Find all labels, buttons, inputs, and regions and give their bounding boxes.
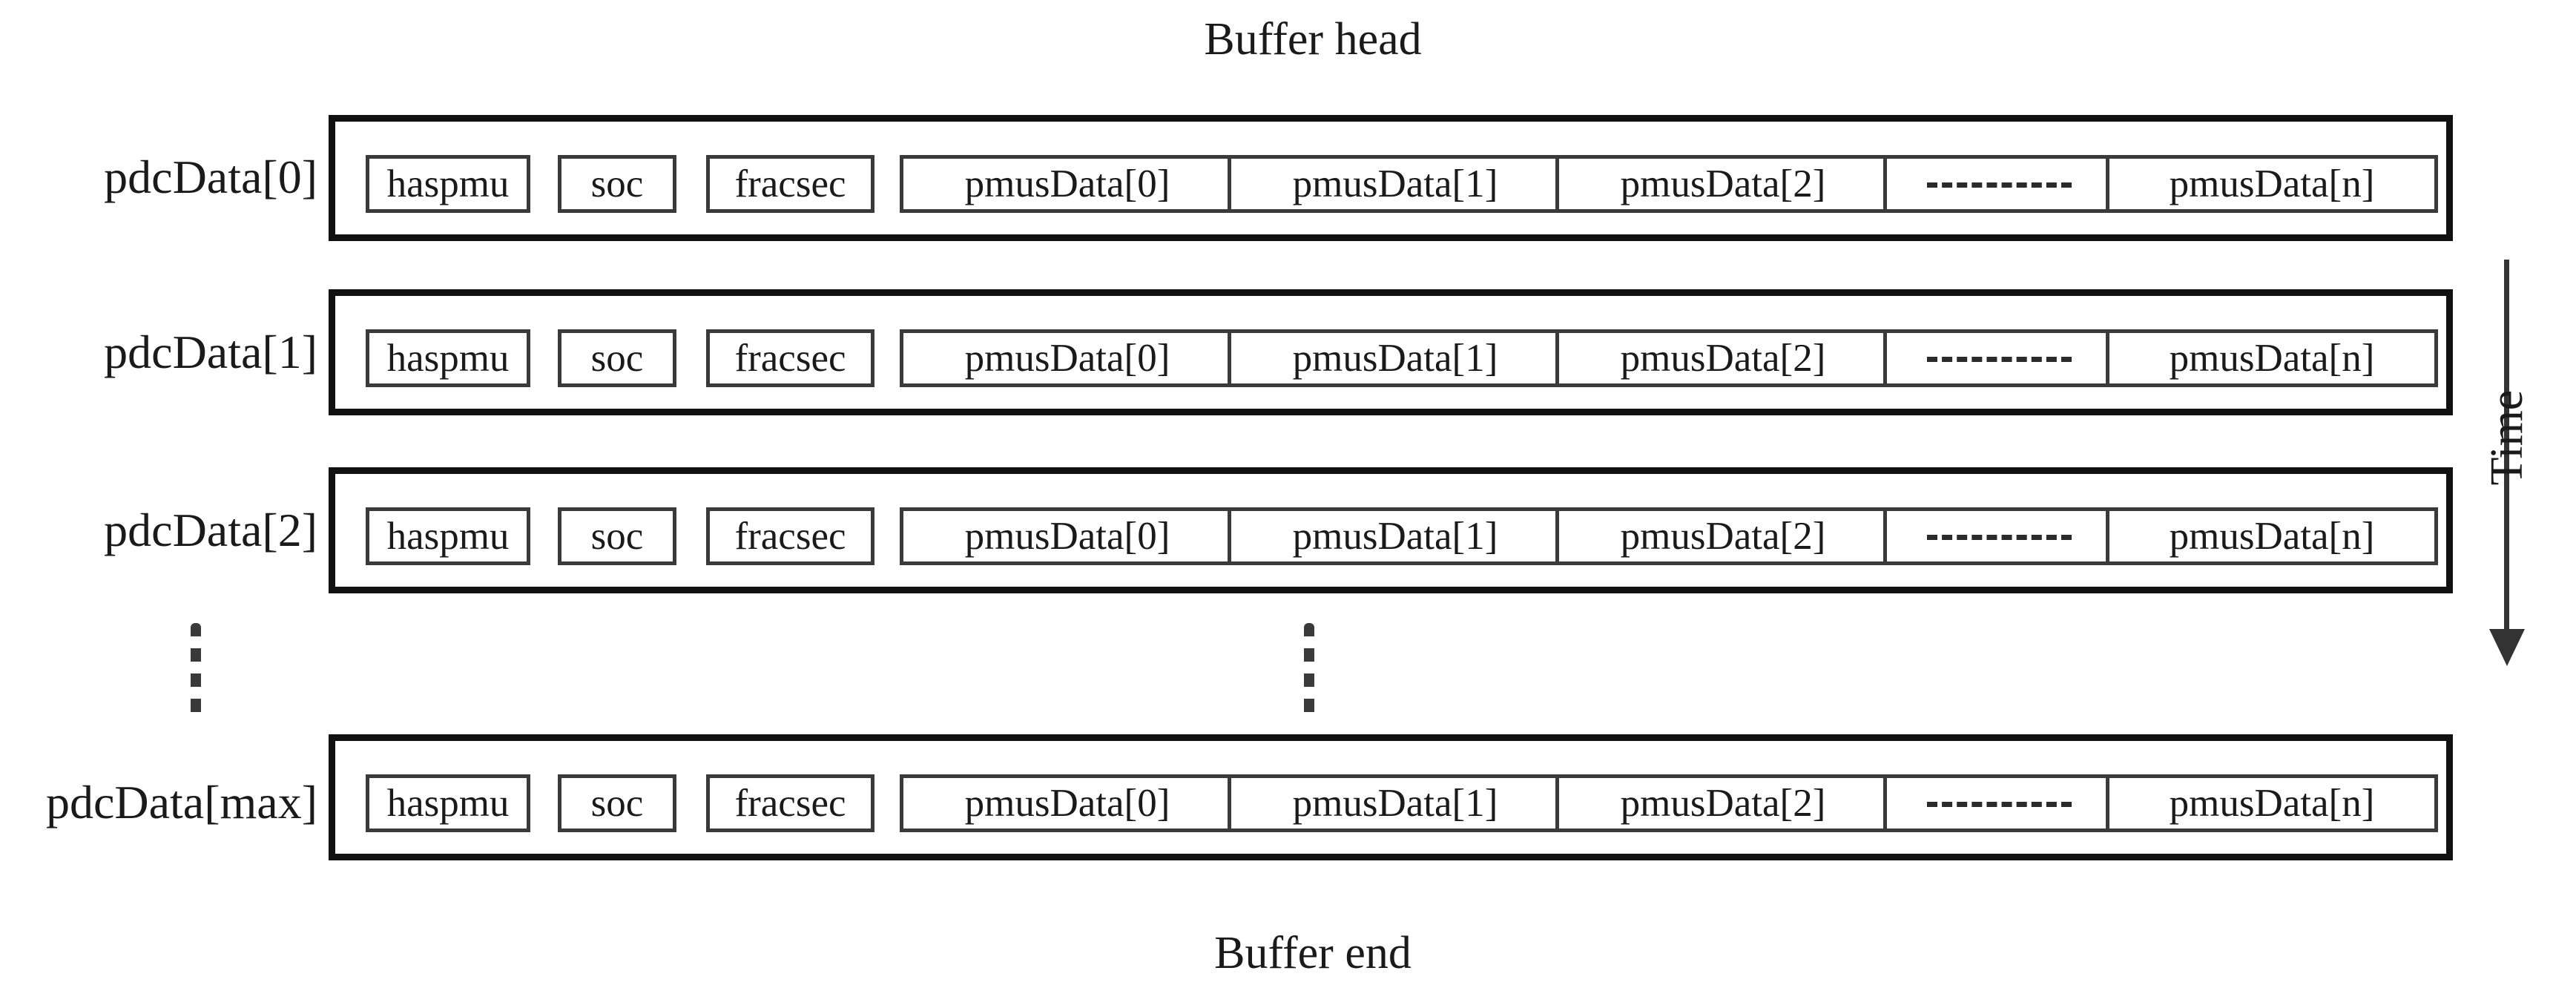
pmus-divider bbox=[1228, 778, 1231, 828]
pmus-cell-0: pmusData[0] bbox=[964, 336, 1170, 380]
field-fracsec: fracsec bbox=[706, 329, 874, 387]
pmus-ellipsis-dashes bbox=[1927, 802, 2072, 812]
pmus-ellipsis-dashes bbox=[1927, 535, 2072, 545]
pmus-divider bbox=[2106, 159, 2109, 209]
pmus-cell-2: pmusData[2] bbox=[1620, 781, 1826, 825]
pmus-cell-2: pmusData[2] bbox=[1620, 514, 1826, 558]
pmus-cell-1: pmusData[1] bbox=[1292, 781, 1498, 825]
pmus-divider bbox=[1228, 511, 1231, 561]
pmus-divider bbox=[1883, 333, 1887, 383]
field-haspmu: haspmu bbox=[366, 155, 530, 213]
pmus-cell-0: pmusData[0] bbox=[964, 514, 1170, 558]
pmus-divider bbox=[2106, 778, 2109, 828]
field-soc: soc bbox=[558, 507, 676, 565]
field-fracsec: fracsec bbox=[706, 774, 874, 832]
field-haspmu: haspmu bbox=[366, 774, 530, 832]
pmus-ellipsis-dashes bbox=[1927, 357, 2072, 367]
pmus-cell-2: pmusData[2] bbox=[1620, 336, 1826, 380]
field-soc: soc bbox=[558, 774, 676, 832]
pmus-divider bbox=[2106, 511, 2109, 561]
pmus-divider bbox=[1228, 333, 1231, 383]
pmus-group: pmusData[0] pmusData[1] pmusData[2] pmus… bbox=[900, 774, 2438, 832]
field-fracsec: fracsec bbox=[706, 507, 874, 565]
pmus-group: pmusData[0] pmusData[1] pmusData[2] pmus… bbox=[900, 329, 2438, 387]
pmus-cell-0: pmusData[0] bbox=[964, 162, 1170, 205]
pdc-row-2: haspmu soc fracsec pmusData[0] pmusData[… bbox=[329, 467, 2453, 593]
pmus-divider bbox=[1555, 778, 1559, 828]
field-soc: soc bbox=[558, 155, 676, 213]
pmus-divider bbox=[1883, 159, 1887, 209]
pmus-cell-0: pmusData[0] bbox=[964, 781, 1170, 825]
pmus-divider bbox=[1228, 159, 1231, 209]
row-label-max: pdcData[max] bbox=[45, 776, 317, 828]
pdc-row-1: haspmu soc fracsec pmusData[0] pmusData[… bbox=[329, 289, 2453, 415]
pmus-cell-1: pmusData[1] bbox=[1292, 336, 1498, 380]
pmus-group: pmusData[0] pmusData[1] pmusData[2] pmus… bbox=[900, 155, 2438, 213]
pdc-row-0: haspmu soc fracsec pmusData[0] pmusData[… bbox=[329, 115, 2453, 241]
row-label-1: pdcData[1] bbox=[104, 326, 317, 378]
pmus-cell-1: pmusData[1] bbox=[1292, 162, 1498, 205]
pmus-cell-n: pmusData[n] bbox=[2169, 514, 2375, 558]
pmus-cell-n: pmusData[n] bbox=[2169, 781, 2375, 825]
vertical-ellipsis-left bbox=[191, 623, 201, 719]
vertical-ellipsis-center bbox=[1304, 623, 1314, 719]
pmus-cell-n: pmusData[n] bbox=[2169, 336, 2375, 380]
pmus-divider bbox=[1555, 333, 1559, 383]
time-label: Time bbox=[2482, 389, 2532, 486]
pmus-divider bbox=[1555, 511, 1559, 561]
field-haspmu: haspmu bbox=[366, 507, 530, 565]
buffer-head-label: Buffer head bbox=[1204, 14, 1422, 65]
buffer-end-label: Buffer end bbox=[1214, 928, 1411, 978]
pmus-cell-1: pmusData[1] bbox=[1292, 514, 1498, 558]
pmus-cell-2: pmusData[2] bbox=[1620, 162, 1826, 205]
field-soc: soc bbox=[558, 329, 676, 387]
pmus-group: pmusData[0] pmusData[1] pmusData[2] pmus… bbox=[900, 507, 2438, 565]
pmus-divider bbox=[2106, 333, 2109, 383]
time-arrow-shaft bbox=[2504, 260, 2509, 645]
field-haspmu: haspmu bbox=[366, 329, 530, 387]
time-arrow-head-icon bbox=[2489, 629, 2525, 666]
pmus-cell-n: pmusData[n] bbox=[2169, 162, 2375, 205]
pmus-divider bbox=[1555, 159, 1559, 209]
pmus-divider bbox=[1883, 778, 1887, 828]
row-label-0: pdcData[0] bbox=[104, 151, 317, 203]
pmus-ellipsis-dashes bbox=[1927, 182, 2072, 193]
pdc-row-max: haspmu soc fracsec pmusData[0] pmusData[… bbox=[329, 734, 2453, 860]
pmus-divider bbox=[1883, 511, 1887, 561]
field-fracsec: fracsec bbox=[706, 155, 874, 213]
row-label-2: pdcData[2] bbox=[104, 504, 317, 556]
